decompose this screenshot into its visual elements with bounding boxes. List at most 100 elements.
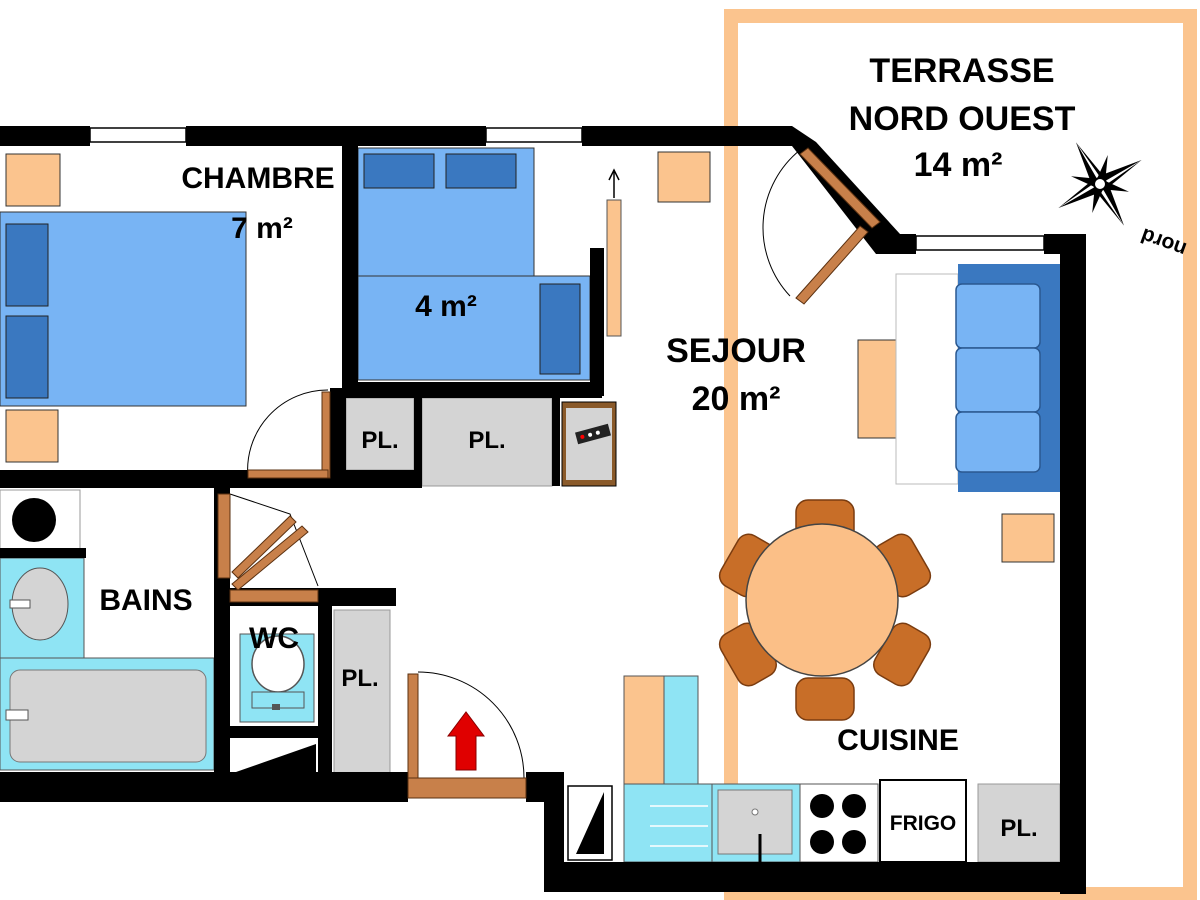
wall xyxy=(0,470,420,488)
closet-label: PL. xyxy=(468,427,505,454)
window xyxy=(89,127,187,143)
wall xyxy=(552,390,560,486)
wall xyxy=(342,146,358,398)
tv-cabinet xyxy=(561,401,617,487)
dining-chair xyxy=(795,677,855,721)
labels: CHAMBRE 7 m² 4 m² SEJOUR 20 m² TERRASSE … xyxy=(99,52,1189,842)
round-dining-table xyxy=(745,523,899,677)
doors xyxy=(217,147,881,799)
door-frame xyxy=(247,469,329,479)
wall xyxy=(318,588,332,772)
wall xyxy=(890,234,916,254)
terrace-door-leaf xyxy=(799,147,881,229)
bed-pillow xyxy=(363,153,435,189)
tv-stand-inner xyxy=(566,408,612,480)
wall xyxy=(342,382,602,398)
burner-icon xyxy=(842,794,866,818)
wall xyxy=(582,126,792,146)
wall xyxy=(0,126,90,146)
dishwasher xyxy=(623,783,713,863)
chambre-door xyxy=(321,391,331,479)
door-swing xyxy=(417,671,525,779)
wall xyxy=(186,126,486,146)
nightstand-bottom xyxy=(5,409,59,463)
bains-door xyxy=(231,515,297,579)
bed-pillow xyxy=(445,153,517,189)
sofa-cushion xyxy=(955,347,1041,413)
side-table xyxy=(657,151,711,203)
stair-icon xyxy=(576,792,604,854)
wall xyxy=(230,726,318,738)
room-area-chambre: 7 m² xyxy=(231,212,293,245)
burner-icon xyxy=(842,830,866,854)
closet-label: PL. xyxy=(361,427,398,454)
kitchen-counter xyxy=(623,675,665,785)
entrance-threshold xyxy=(407,777,527,799)
room-name-sejour: SEJOUR xyxy=(666,332,806,370)
compass-rose-icon xyxy=(1058,142,1142,226)
room-name-chambre: CHAMBRE xyxy=(181,162,334,195)
wall xyxy=(0,772,408,802)
closet-pl-3 xyxy=(333,609,391,775)
stair-icon xyxy=(236,744,316,772)
rug xyxy=(895,273,959,485)
entrance-arrow-icon xyxy=(447,711,485,771)
dining-set xyxy=(718,499,932,721)
entrance-door xyxy=(407,673,419,779)
nightstand-top xyxy=(5,153,61,207)
room-name-terrasse: TERRASSE xyxy=(869,52,1054,90)
terrace-floor-side xyxy=(1090,120,1183,887)
tap-icon xyxy=(9,599,31,609)
wall xyxy=(526,772,564,802)
door-swing xyxy=(762,149,801,297)
wall xyxy=(590,248,604,396)
door-frame xyxy=(229,589,319,603)
sejour-furniture xyxy=(606,151,1060,563)
terrace-floor xyxy=(738,23,1183,123)
door-swing xyxy=(229,493,319,587)
closet-label: PL. xyxy=(1000,815,1037,842)
room-area-terrasse: 14 m² xyxy=(914,146,1003,184)
entry-fixtures xyxy=(447,711,613,861)
wall xyxy=(1060,234,1086,894)
sink-basin xyxy=(717,789,793,855)
chambre-furniture xyxy=(0,153,247,463)
room-name-bains: BAINS xyxy=(99,584,192,617)
wall xyxy=(0,548,86,558)
bathtub-basin xyxy=(9,669,207,763)
remote-icon xyxy=(575,423,611,445)
sofa-cushion xyxy=(955,411,1041,473)
wall xyxy=(414,390,422,488)
burner-icon xyxy=(810,794,834,818)
window xyxy=(915,235,1045,251)
side-table xyxy=(1001,513,1055,563)
bathroom-fixtures xyxy=(0,489,316,772)
terrace-border xyxy=(724,9,1197,900)
closet-label: PL. xyxy=(341,665,378,692)
wc-door xyxy=(231,525,309,591)
door-frame xyxy=(217,493,231,579)
sofa-cushion xyxy=(955,283,1041,349)
washing-machine-drum-icon xyxy=(12,498,56,542)
room-area-sejour: 20 m² xyxy=(692,380,781,418)
closet-pl-2 xyxy=(421,397,553,487)
wall xyxy=(330,388,346,488)
room-name-terrasse-line2: NORD OUEST xyxy=(849,100,1076,138)
burner-icon xyxy=(810,830,834,854)
tap-icon xyxy=(5,709,29,721)
bed-pillow xyxy=(5,223,49,307)
terrace-area xyxy=(724,9,1197,900)
room-area-alcove: 4 m² xyxy=(415,290,477,323)
alcove-furniture xyxy=(357,147,591,381)
wall xyxy=(544,862,1086,892)
cooktop xyxy=(799,783,879,863)
terrace-door xyxy=(795,225,869,305)
bed-pillow xyxy=(5,315,49,399)
room-name-cuisine: CUISINE xyxy=(837,724,959,757)
room-name-wc: WC xyxy=(249,622,299,655)
up-arrow-icon xyxy=(608,168,620,181)
door-swing xyxy=(247,389,329,479)
bed-pillow xyxy=(539,283,581,375)
window xyxy=(485,127,583,143)
